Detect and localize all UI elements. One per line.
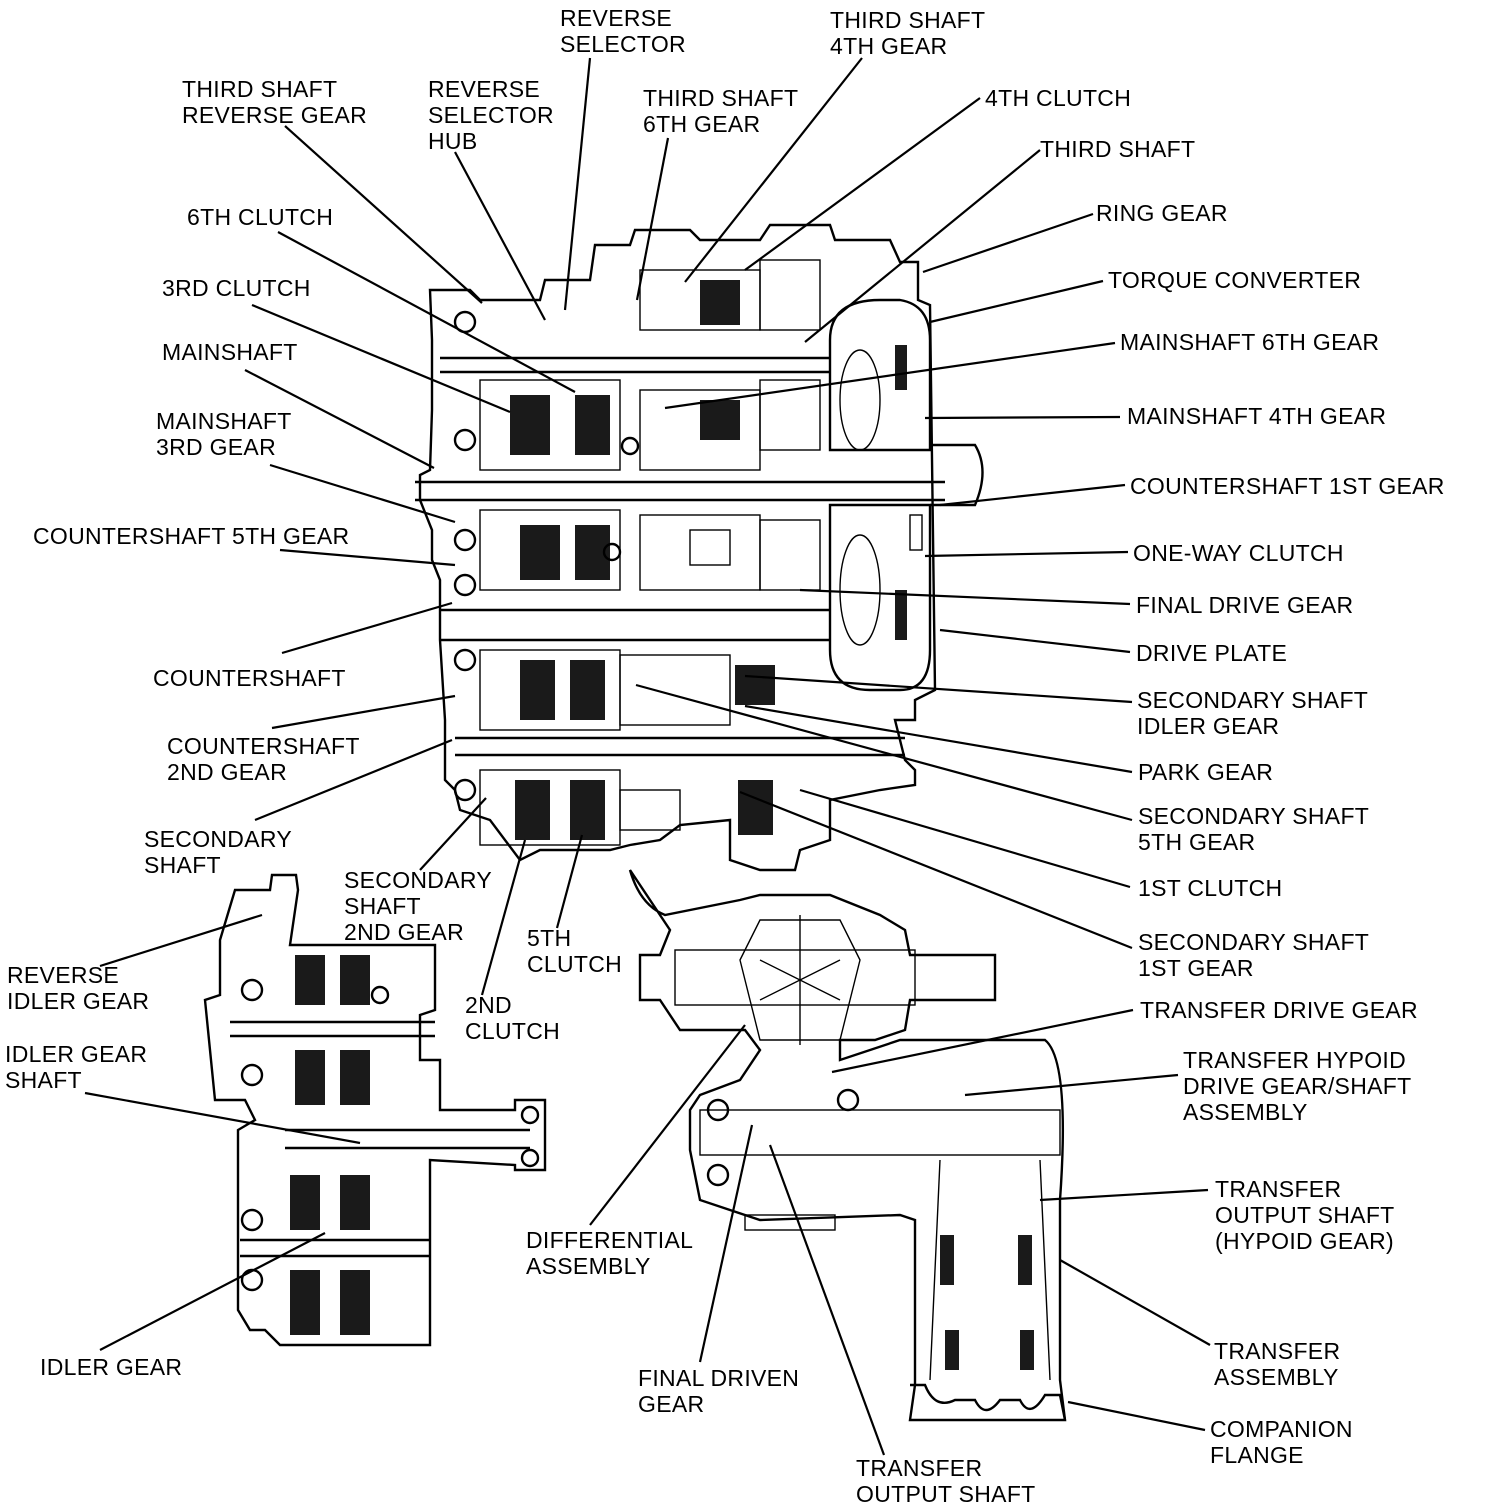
label-idler-gear: IDLER GEAR	[40, 1354, 182, 1380]
label-park-gear: PARK GEAR	[1138, 759, 1273, 785]
label-secondary-shaft-2nd-gear: SECONDARY SHAFT 2ND GEAR	[344, 867, 498, 945]
label-countershaft-5th-gear: COUNTERSHAFT 5TH GEAR	[33, 523, 349, 549]
label-countershaft-2nd-gear: COUNTERSHAFT 2ND GEAR	[167, 733, 366, 785]
label-mainshaft-3rd-gear: MAINSHAFT 3RD GEAR	[156, 408, 298, 460]
label-third-shaft-reverse-gear: THIRD SHAFT REVERSE GEAR	[182, 76, 367, 128]
label-4th-clutch: 4TH CLUTCH	[985, 85, 1131, 111]
label-idler-gear-shaft: IDLER GEAR SHAFT	[5, 1041, 154, 1093]
label-secondary-shaft-idler-gear: SECONDARY SHAFT IDLER GEAR	[1137, 687, 1374, 739]
label-differential-assembly: DIFFERENTIAL ASSEMBLY	[526, 1227, 699, 1279]
label-3rd-clutch: 3RD CLUTCH	[162, 275, 311, 301]
label-mainshaft: MAINSHAFT	[162, 339, 298, 365]
label-secondary-shaft: SECONDARY SHAFT	[144, 826, 298, 878]
label-1st-clutch: 1ST CLUTCH	[1138, 875, 1282, 901]
label-one-way-clutch: ONE-WAY CLUTCH	[1133, 540, 1344, 566]
label-drive-plate: DRIVE PLATE	[1136, 640, 1287, 666]
torque-converter-drawing	[828, 298, 932, 692]
label-transfer-output-shaft: TRANSFER OUTPUT SHAFT	[856, 1455, 1036, 1507]
idler-gear-assembly-drawing	[203, 873, 547, 1347]
label-countershaft-1st-gear: COUNTERSHAFT 1ST GEAR	[1130, 473, 1445, 499]
differential-transfer-drawing	[628, 869, 1067, 1422]
label-secondary-shaft-5th-gear: SECONDARY SHAFT 5TH GEAR	[1138, 803, 1375, 855]
label-torque-converter: TORQUE CONVERTER	[1108, 267, 1361, 293]
label-mainshaft-6th-gear: MAINSHAFT 6TH GEAR	[1120, 329, 1379, 355]
labels: REVERSE SELECTOR THIRD SHAFT 4TH GEAR TH…	[5, 5, 1445, 1507]
label-transfer-output-shaft-hypoid-gear: TRANSFER OUTPUT SHAFT (HYPOID GEAR)	[1215, 1176, 1401, 1254]
label-countershaft: COUNTERSHAFT	[153, 665, 346, 691]
label-reverse-idler-gear: REVERSE IDLER GEAR	[7, 962, 149, 1014]
label-secondary-shaft-1st-gear: SECONDARY SHAFT 1ST GEAR	[1138, 929, 1375, 981]
label-reverse-selector: REVERSE SELECTOR	[560, 5, 686, 57]
label-companion-flange: COMPANION FLANGE	[1210, 1416, 1360, 1468]
label-transfer-assembly: TRANSFER ASSEMBLY	[1214, 1338, 1347, 1390]
main-case-drawing	[415, 223, 984, 872]
label-2nd-clutch: 2ND CLUTCH	[465, 992, 560, 1044]
label-final-drive-gear: FINAL DRIVE GEAR	[1136, 592, 1353, 618]
label-reverse-selector-hub: REVERSE SELECTOR HUB	[428, 76, 561, 154]
label-third-shaft-4th-gear: THIRD SHAFT 4TH GEAR	[830, 7, 992, 59]
label-final-driven-gear: FINAL DRIVEN GEAR	[638, 1365, 806, 1417]
label-third-shaft-6th-gear: THIRD SHAFT 6TH GEAR	[643, 85, 805, 137]
label-third-shaft: THIRD SHAFT	[1040, 136, 1195, 162]
leader-lines	[84, 57, 1211, 1456]
label-transfer-drive-gear: TRANSFER DRIVE GEAR	[1140, 997, 1418, 1023]
label-6th-clutch: 6TH CLUTCH	[187, 204, 333, 230]
label-5th-clutch: 5TH CLUTCH	[527, 925, 622, 977]
label-transfer-hypoid-drive-gear-shaft-assembly: TRANSFER HYPOID DRIVE GEAR/SHAFT ASSEMBL…	[1183, 1047, 1418, 1125]
label-mainshaft-4th-gear: MAINSHAFT 4TH GEAR	[1127, 403, 1386, 429]
label-ring-gear: RING GEAR	[1096, 200, 1228, 226]
